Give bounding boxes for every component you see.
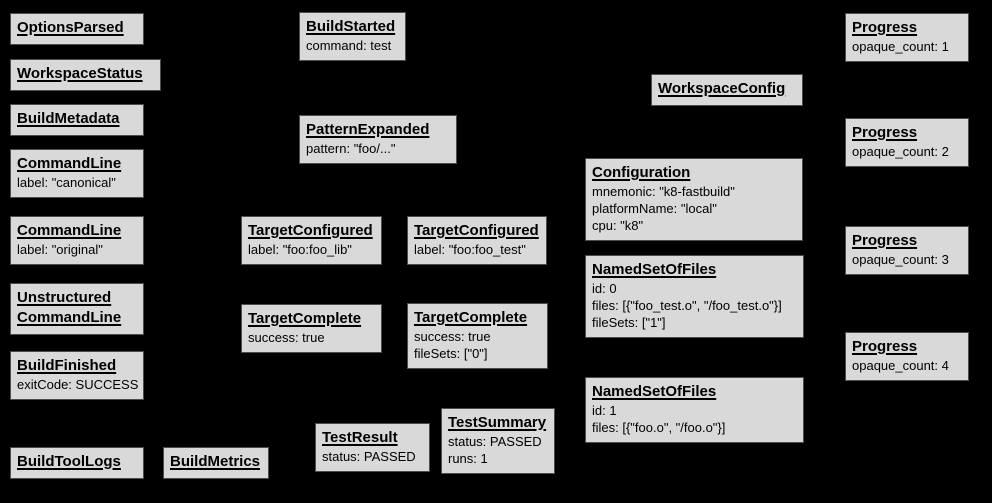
event-field: opaque_count: 2 (852, 144, 949, 159)
event-title: Progress (852, 19, 918, 36)
event-title: TargetComplete (248, 310, 362, 327)
event-field: status: PASSED (322, 449, 416, 464)
event-field: opaque_count: 3 (852, 252, 949, 267)
event-box-test-summary: TestSummary status: PASSED runs: 1 (441, 408, 555, 474)
event-field: files: [{"foo.o", "/foo.o"}] (592, 420, 726, 435)
event-field: files: [{"foo_test.o", "/foo_test.o"}] (592, 298, 782, 313)
event-title: Configuration (592, 164, 691, 181)
event-field: success: true (414, 329, 491, 344)
event-title: NamedSetOfFiles (592, 261, 717, 278)
event-field: pattern: "foo/..." (306, 141, 396, 156)
event-title: TargetConfigured (248, 222, 373, 239)
event-field: opaque_count: 4 (852, 358, 949, 373)
event-box-pattern-expanded: PatternExpanded pattern: "foo/..." (299, 115, 457, 164)
event-box-unstructured-command-line: Unstructured CommandLine (10, 283, 144, 335)
event-field: success: true (248, 330, 325, 345)
event-field: platformName: "local" (592, 201, 717, 216)
event-title: BuildMetadata (17, 110, 120, 127)
event-title: NamedSetOfFiles (592, 383, 717, 400)
event-field: label: "foo:foo_test" (414, 242, 526, 257)
event-box-options-parsed: OptionsParsed (10, 13, 144, 45)
event-title: TargetConfigured (414, 222, 539, 239)
event-field: fileSets: ["1"] (592, 315, 666, 330)
event-title: WorkspaceConfig (658, 80, 786, 97)
event-field: id: 0 (592, 281, 617, 296)
event-field: fileSets: ["0"] (414, 346, 488, 361)
event-field: label: "original" (17, 242, 103, 257)
event-title: BuildStarted (306, 18, 396, 35)
event-box-build-tool-logs: BuildToolLogs (10, 447, 144, 479)
event-field: status: PASSED (448, 434, 542, 449)
event-title: TargetComplete (414, 309, 528, 326)
event-title: CommandLine (17, 155, 122, 172)
event-title: Progress (852, 338, 918, 355)
event-title: Progress (852, 232, 918, 249)
event-title: OptionsParsed (17, 19, 124, 36)
event-box-target-complete-foo-lib: TargetComplete success: true (241, 304, 382, 353)
event-title: BuildMetrics (170, 453, 261, 470)
event-field: id: 1 (592, 403, 617, 418)
event-box-named-set-of-files-0: NamedSetOfFiles id: 0 files: [{"foo_test… (585, 255, 804, 338)
event-field: command: test (306, 38, 392, 53)
event-field: runs: 1 (448, 451, 488, 466)
event-title: Unstructured CommandLine (17, 289, 122, 326)
event-box-target-configured-foo-test: TargetConfigured label: "foo:foo_test" (407, 216, 547, 265)
event-box-named-set-of-files-1: NamedSetOfFiles id: 1 files: [{"foo.o", … (585, 377, 804, 443)
event-title: WorkspaceStatus (17, 65, 143, 82)
event-box-build-started: BuildStarted command: test (299, 12, 406, 61)
event-box-workspace-config: WorkspaceConfig (651, 74, 803, 106)
event-field: label: "foo:foo_lib" (248, 242, 352, 257)
event-title: CommandLine (17, 222, 122, 239)
event-field: mnemonic: "k8-fastbuild" (592, 184, 735, 199)
event-box-test-result: TestResult status: PASSED (315, 423, 430, 472)
event-title: BuildFinished (17, 357, 117, 374)
event-box-progress-3: Progress opaque_count: 3 (845, 226, 969, 275)
event-box-progress-2: Progress opaque_count: 2 (845, 118, 969, 167)
event-box-command-line-original: CommandLine label: "original" (10, 216, 144, 265)
event-box-progress-4: Progress opaque_count: 4 (845, 332, 969, 381)
event-box-command-line-canonical: CommandLine label: "canonical" (10, 149, 144, 198)
event-box-target-configured-foo-lib: TargetConfigured label: "foo:foo_lib" (241, 216, 382, 265)
event-title: TestResult (322, 429, 398, 446)
event-box-target-complete-foo-test: TargetComplete success: true fileSets: [… (407, 303, 548, 369)
event-field: cpu: "k8" (592, 218, 644, 233)
event-box-build-metadata: BuildMetadata (10, 104, 144, 136)
event-box-build-metrics: BuildMetrics (163, 447, 269, 479)
event-field: opaque_count: 1 (852, 39, 949, 54)
event-title: BuildToolLogs (17, 453, 121, 470)
event-field: label: "canonical" (17, 175, 116, 190)
event-title: PatternExpanded (306, 121, 430, 138)
event-title: TestSummary (448, 414, 547, 431)
event-box-workspace-status: WorkspaceStatus (10, 59, 161, 91)
event-field: exitCode: SUCCESS (17, 377, 139, 392)
event-title: Progress (852, 124, 918, 141)
event-box-progress-1: Progress opaque_count: 1 (845, 13, 969, 62)
event-box-configuration: Configuration mnemonic: "k8-fastbuild" p… (585, 158, 803, 241)
event-box-build-finished: BuildFinished exitCode: SUCCESS (10, 351, 144, 400)
